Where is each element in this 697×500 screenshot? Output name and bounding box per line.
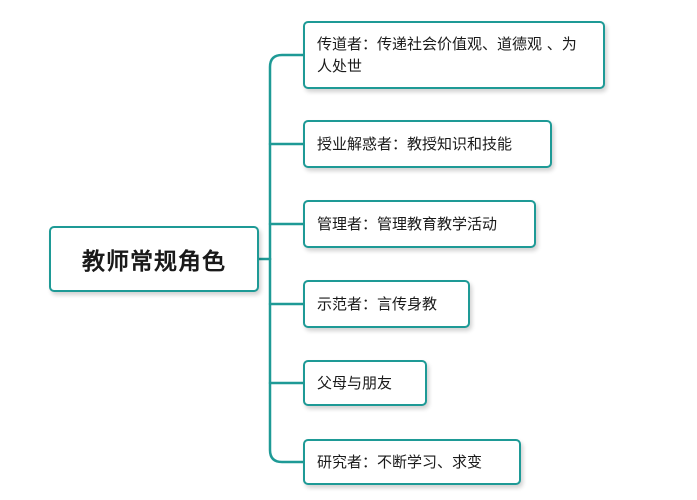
node-parent-friend: 父母与朋友 bbox=[303, 360, 427, 406]
node-researcher: 研究者：不断学习、求变 bbox=[303, 439, 521, 485]
node-label: 授业解惑者：教授知识和技能 bbox=[317, 135, 513, 153]
root-node: 教师常规角色 bbox=[49, 226, 259, 292]
node-label: 管理者：管理教育教学活动 bbox=[317, 215, 498, 233]
node-label: 研究者：不断学习、求变 bbox=[317, 453, 483, 471]
node-teacher: 授业解惑者：教授知识和技能 bbox=[303, 120, 552, 168]
node-manager: 管理者：管理教育教学活动 bbox=[303, 200, 536, 248]
node-preacher: 传道者：传递社会价值观、道德观 、为人处世 bbox=[303, 21, 605, 89]
node-label: 传道者：传递社会价值观、道德观 、为人处世 bbox=[317, 35, 577, 75]
connector-branch-0 bbox=[268, 53, 305, 261]
node-label: 父母与朋友 bbox=[317, 374, 393, 392]
node-role-model: 示范者：言传身教 bbox=[303, 280, 470, 328]
connector-branch-5 bbox=[268, 257, 305, 464]
root-label: 教师常规角色 bbox=[82, 249, 226, 275]
node-label: 示范者：言传身教 bbox=[317, 295, 438, 313]
